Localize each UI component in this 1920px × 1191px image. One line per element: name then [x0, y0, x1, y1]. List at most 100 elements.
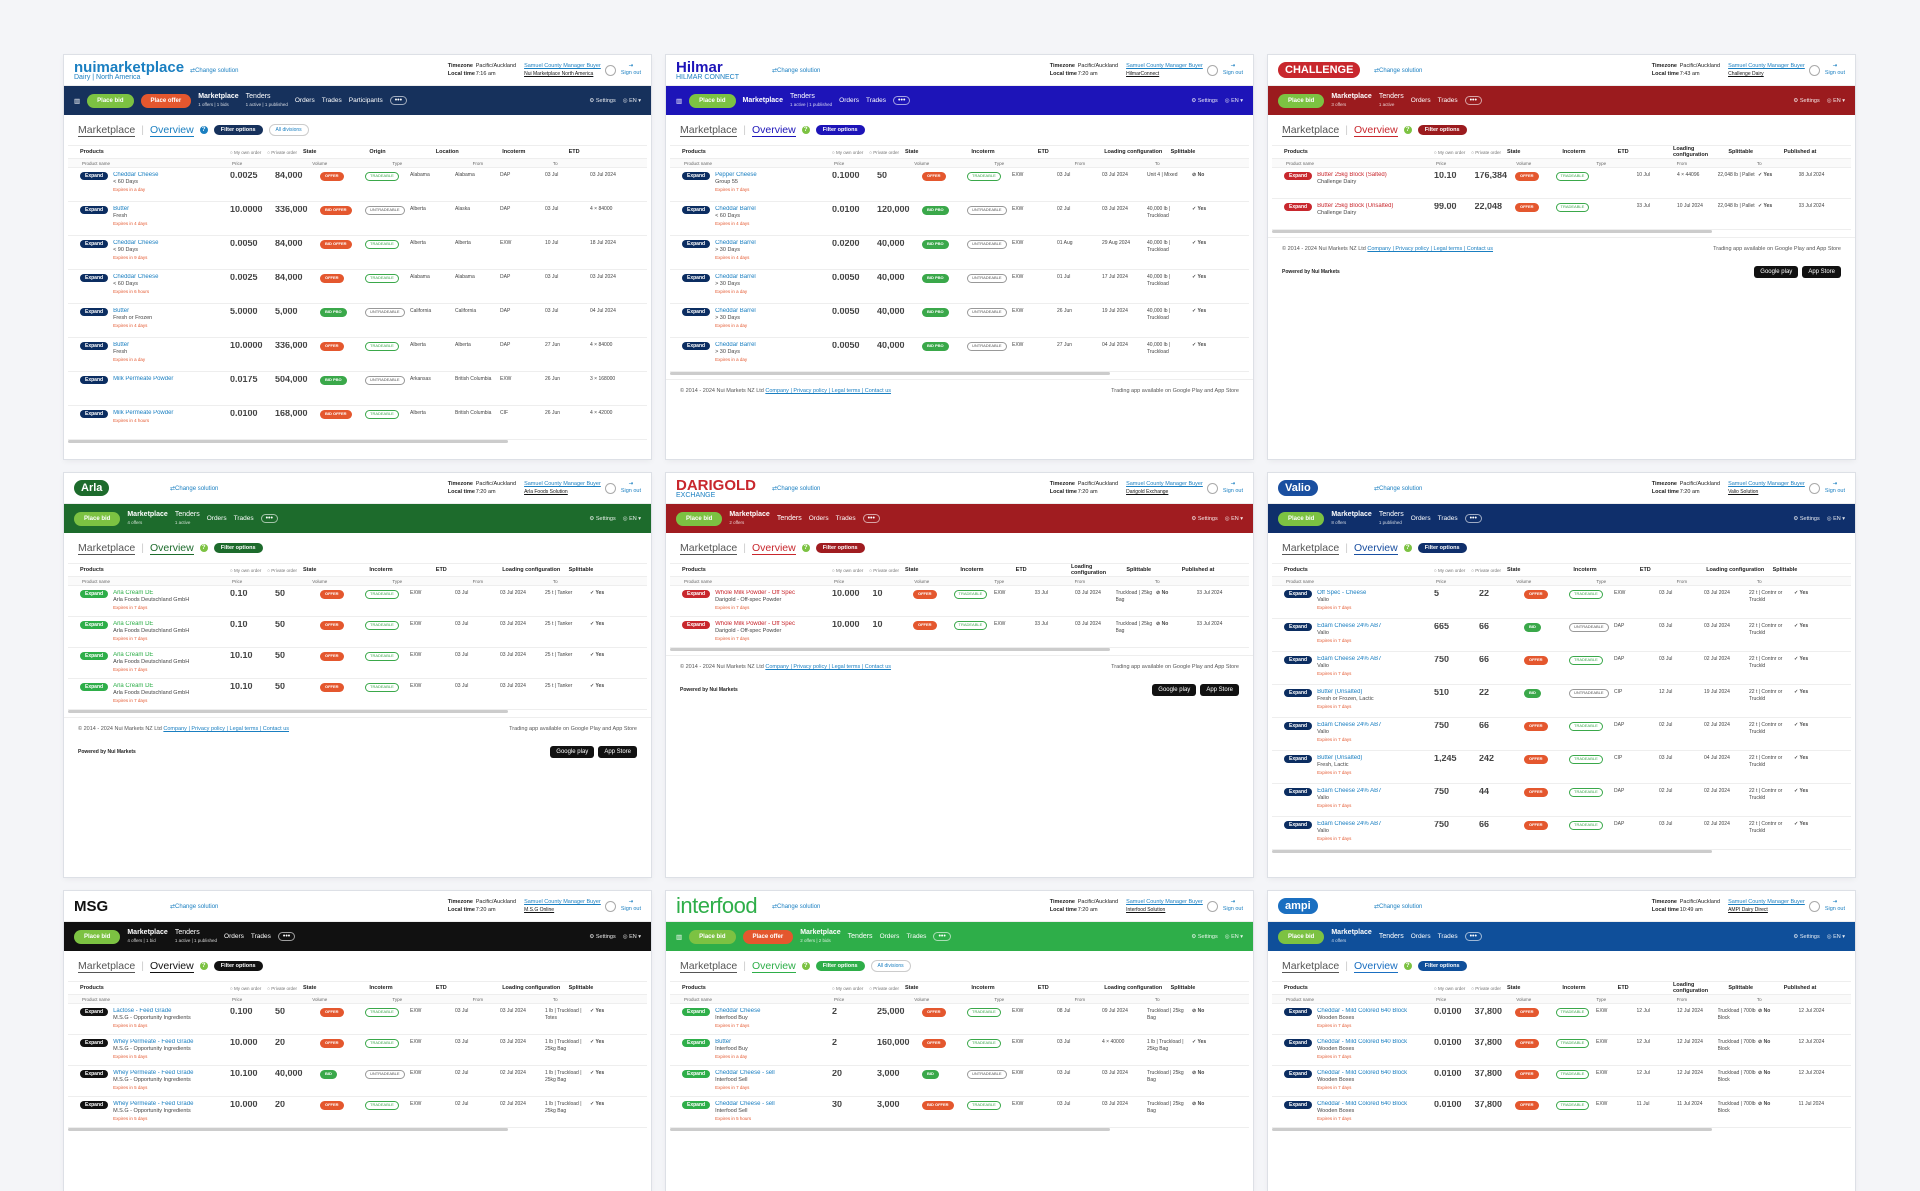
language-select[interactable]: ◎ EN ▾	[623, 98, 641, 104]
filter-options-button[interactable]: Filter options	[213, 543, 263, 553]
column-header-state[interactable]: State	[904, 567, 919, 573]
language-select[interactable]: ◎ EN ▾	[1225, 516, 1243, 522]
column-header-published[interactable]: Published at	[1783, 149, 1817, 155]
product-link[interactable]: Arla Cream DE	[113, 621, 154, 627]
nav-trades[interactable]: Trades	[233, 515, 254, 522]
product-link[interactable]: Cheddar - Mild Colored 640 Block	[1317, 1008, 1408, 1014]
product-link[interactable]: Arla Cream DE	[113, 683, 154, 689]
my-own-order-toggle[interactable]: ○ My own order	[230, 986, 261, 991]
tab-marketplace[interactable]: Marketplace	[680, 123, 738, 137]
column-header-incoterm[interactable]: Incoterm	[971, 149, 995, 155]
column-header-loading[interactable]: Loading configuration	[1104, 149, 1163, 155]
expand-button[interactable]: Expand	[80, 621, 109, 629]
sign-out-button[interactable]: ⇥Sign out	[621, 63, 641, 77]
product-link[interactable]: Cheddar - Mild Colored 640 Block	[1317, 1039, 1408, 1045]
product-link[interactable]: Butter	[113, 308, 130, 314]
nav-orders[interactable]: Orders	[294, 97, 315, 104]
settings-button[interactable]: ⚙ Settings	[589, 98, 615, 104]
expand-button[interactable]: Expand	[1284, 623, 1313, 631]
avatar[interactable]	[1206, 482, 1218, 494]
nav-tenders[interactable]: Tenders	[1379, 933, 1404, 941]
my-own-order-toggle[interactable]: ○ My own order	[230, 568, 261, 573]
footer-links[interactable]: Company | Privacy policy | Legal terms |…	[1367, 246, 1494, 252]
column-header-state[interactable]: State	[904, 985, 919, 991]
filter-options-button[interactable]: Filter options	[1417, 961, 1467, 971]
expand-button[interactable]: Expand	[80, 1039, 109, 1047]
filter-options-button[interactable]: Filter options	[815, 125, 865, 135]
nav-tenders[interactable]: Tenders	[777, 515, 802, 523]
expand-button[interactable]: Expand	[1284, 1008, 1313, 1016]
product-link[interactable]: Whey Permeate - Feed Grade	[113, 1101, 194, 1107]
column-header-etd[interactable]: ETD	[1617, 985, 1629, 991]
product-link[interactable]: Pepper Cheese	[715, 172, 757, 178]
column-header-loading[interactable]: Loading configuration	[502, 567, 561, 573]
my-own-order-toggle[interactable]: ○ My own order	[832, 986, 863, 991]
avatar[interactable]	[604, 482, 616, 494]
language-select[interactable]: ◎ EN ▾	[1225, 934, 1243, 940]
horizontal-scrollbar[interactable]	[68, 440, 509, 443]
product-link[interactable]: Arla Cream DE	[113, 590, 154, 596]
product-link[interactable]: Off Spec - Cheese	[1317, 590, 1367, 596]
product-link[interactable]: Cheddar Cheese	[113, 172, 159, 178]
product-link[interactable]: Cheddar Barrel	[715, 206, 756, 212]
place-bid-button[interactable]: Place bid	[87, 93, 134, 108]
my-own-order-toggle[interactable]: ○ My own order	[1434, 568, 1465, 573]
column-header-incoterm[interactable]: Incoterm	[971, 985, 995, 991]
column-header-incoterm[interactable]: Incoterm	[1562, 149, 1586, 155]
tab-overview[interactable]: Overview	[751, 541, 796, 555]
horizontal-scrollbar[interactable]	[670, 1128, 1111, 1131]
expand-button[interactable]: Expand	[682, 342, 711, 350]
column-header-etd[interactable]: ETD	[568, 149, 580, 155]
help-icon[interactable]: ?	[801, 962, 810, 970]
app-store-button[interactable]: App Store	[1200, 684, 1239, 696]
help-icon[interactable]: ?	[1403, 544, 1412, 552]
more-menu-button[interactable]: •••	[862, 514, 880, 523]
avatar[interactable]	[604, 64, 616, 76]
settings-button[interactable]: ⚙ Settings	[1191, 98, 1217, 104]
more-menu-button[interactable]: •••	[389, 96, 408, 105]
column-header-incoterm[interactable]: Incoterm	[1562, 985, 1586, 991]
google-play-button[interactable]: Google play	[1152, 684, 1197, 696]
change-solution-link[interactable]: Change solution	[772, 67, 820, 74]
expand-button[interactable]: Expand	[1284, 755, 1313, 763]
horizontal-scrollbar[interactable]	[68, 710, 509, 713]
product-link[interactable]: Arla Cream DE	[113, 652, 154, 658]
product-link[interactable]: Whey Permeate - Feed Grade	[113, 1039, 194, 1045]
column-header-splittable[interactable]: Splittable	[1772, 567, 1798, 573]
column-header-published[interactable]: Published at	[1181, 567, 1215, 573]
place-offer-button[interactable]: Place offer	[140, 93, 192, 108]
expand-button[interactable]: Expand	[682, 1070, 711, 1078]
place-bid-button[interactable]: Place bid	[1278, 511, 1325, 526]
tab-overview[interactable]: Overview	[149, 959, 194, 973]
tab-marketplace[interactable]: Marketplace	[78, 541, 136, 555]
settings-button[interactable]: ⚙ Settings	[589, 934, 615, 940]
nav-marketplace[interactable]: Marketplace	[743, 97, 783, 105]
change-solution-link[interactable]: Change solution	[1374, 485, 1422, 492]
expand-button[interactable]: Expand	[682, 172, 711, 180]
filter-options-button[interactable]: Filter options	[1417, 125, 1467, 135]
column-header-location[interactable]: Location	[435, 149, 459, 155]
column-header-loading[interactable]: Loading configuration	[1104, 985, 1163, 991]
change-solution-link[interactable]: Change solution	[170, 485, 218, 492]
help-icon[interactable]: ?	[199, 544, 208, 552]
